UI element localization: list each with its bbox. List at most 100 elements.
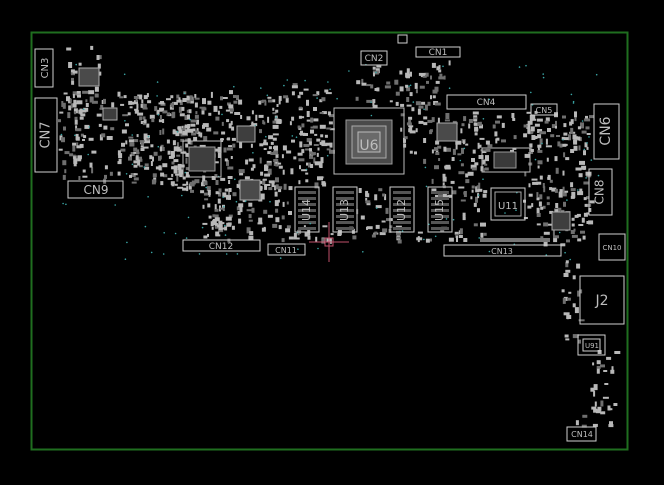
- chip-u12[interactable]: U12: [389, 186, 415, 233]
- smd-part: [286, 150, 292, 154]
- smd-part: [274, 191, 278, 197]
- smd-part: [160, 181, 164, 186]
- connector-cn11[interactable]: CN11: [267, 243, 306, 256]
- via: [75, 63, 77, 66]
- smd-part: [545, 138, 548, 145]
- smd-part: [198, 131, 201, 137]
- smd-part: [137, 112, 144, 116]
- chip-u15[interactable]: U15: [427, 186, 453, 233]
- via: [269, 200, 271, 203]
- connector-cn2[interactable]: CN2: [360, 50, 388, 66]
- via: [534, 158, 537, 161]
- via: [181, 194, 183, 197]
- via: [114, 204, 116, 206]
- chip-u14[interactable]: U14: [294, 186, 320, 233]
- connector-cn6[interactable]: CN6: [593, 103, 620, 160]
- smd-part: [524, 153, 530, 158]
- smd-part: [580, 122, 584, 129]
- smd-part: [547, 174, 551, 180]
- smd-part: [562, 137, 569, 141]
- smd-part: [167, 150, 171, 155]
- smd-part: [130, 152, 135, 156]
- smd-part: [231, 137, 236, 141]
- smd-part: [462, 215, 466, 221]
- smd-part: [71, 72, 75, 76]
- smd-part: [213, 161, 219, 164]
- smd-part: [63, 126, 66, 131]
- connector-cn8[interactable]: CN8: [588, 168, 613, 216]
- smd-part: [189, 95, 193, 101]
- connector-j2[interactable]: J2: [579, 275, 625, 325]
- smd-part: [71, 80, 75, 85]
- smd-part: [563, 143, 568, 146]
- smd-part: [215, 234, 221, 237]
- connector-cn12[interactable]: CN12: [182, 239, 261, 252]
- smd-part: [88, 90, 95, 95]
- smd-part: [361, 82, 367, 86]
- smd-part: [268, 146, 272, 150]
- smd-part: [275, 217, 280, 223]
- smd-part: [561, 136, 565, 140]
- connector-cn7[interactable]: CN7: [34, 97, 58, 173]
- cn11-label: CN11: [275, 246, 297, 255]
- via: [252, 152, 254, 154]
- smd-part: [435, 80, 440, 84]
- smd-part: [133, 160, 140, 164]
- connector-cn4[interactable]: CN4: [446, 94, 527, 110]
- smd-part: [445, 147, 451, 152]
- smd-part: [309, 148, 312, 155]
- smd-part: [251, 123, 258, 127]
- smd-part: [596, 360, 601, 365]
- smd-part: [467, 171, 474, 176]
- chip-u6[interactable]: U6: [333, 107, 405, 175]
- smd-part: [255, 114, 258, 121]
- connector-cn14[interactable]: CN14: [566, 426, 597, 442]
- via: [585, 177, 587, 179]
- smd-part: [128, 136, 134, 139]
- chip-pad-row: [298, 191, 316, 194]
- smd-part: [240, 115, 243, 119]
- smd-part: [264, 173, 271, 177]
- smd-part: [565, 157, 570, 161]
- smd-part: [447, 194, 453, 198]
- smd-part: [199, 144, 206, 148]
- via: [88, 126, 91, 128]
- connector-cn3[interactable]: CN3: [34, 48, 54, 88]
- smd-part: [220, 138, 224, 141]
- smd-part: [588, 208, 592, 212]
- smd-part: [185, 171, 189, 176]
- smd-part: [474, 132, 478, 136]
- connector-cn10[interactable]: CN10: [598, 233, 626, 261]
- smd-part: [462, 140, 465, 145]
- via: [65, 203, 67, 206]
- smd-part: [80, 133, 84, 137]
- smd-part: [213, 105, 218, 112]
- smd-part: [293, 232, 297, 238]
- chip-u11[interactable]: U11: [490, 187, 526, 221]
- chip-u13[interactable]: U13: [332, 186, 358, 233]
- via: [87, 153, 89, 156]
- smd-part: [315, 236, 318, 242]
- connector-cn13[interactable]: CN13: [443, 244, 562, 257]
- smd-part: [207, 203, 211, 208]
- chip-u91[interactable]: U91: [577, 334, 606, 356]
- smd-part: [186, 95, 190, 101]
- smd-part: [84, 124, 90, 129]
- via: [577, 189, 579, 191]
- smd-part: [328, 114, 334, 118]
- cn8-label: CN8: [593, 180, 607, 205]
- connector-cn9[interactable]: CN9: [67, 180, 124, 199]
- smd-part: [270, 152, 276, 155]
- via: [326, 154, 329, 157]
- via: [588, 136, 590, 138]
- smd-part: [97, 55, 102, 60]
- smd-part: [501, 122, 505, 128]
- smd-part: [217, 110, 220, 115]
- smd-part: [479, 137, 485, 140]
- smd-part: [465, 179, 470, 184]
- connector-cn5[interactable]: CN5: [530, 103, 558, 116]
- smd-part: [578, 339, 581, 344]
- connector-cn1[interactable]: CN1: [415, 46, 461, 58]
- smd-part: [77, 94, 81, 98]
